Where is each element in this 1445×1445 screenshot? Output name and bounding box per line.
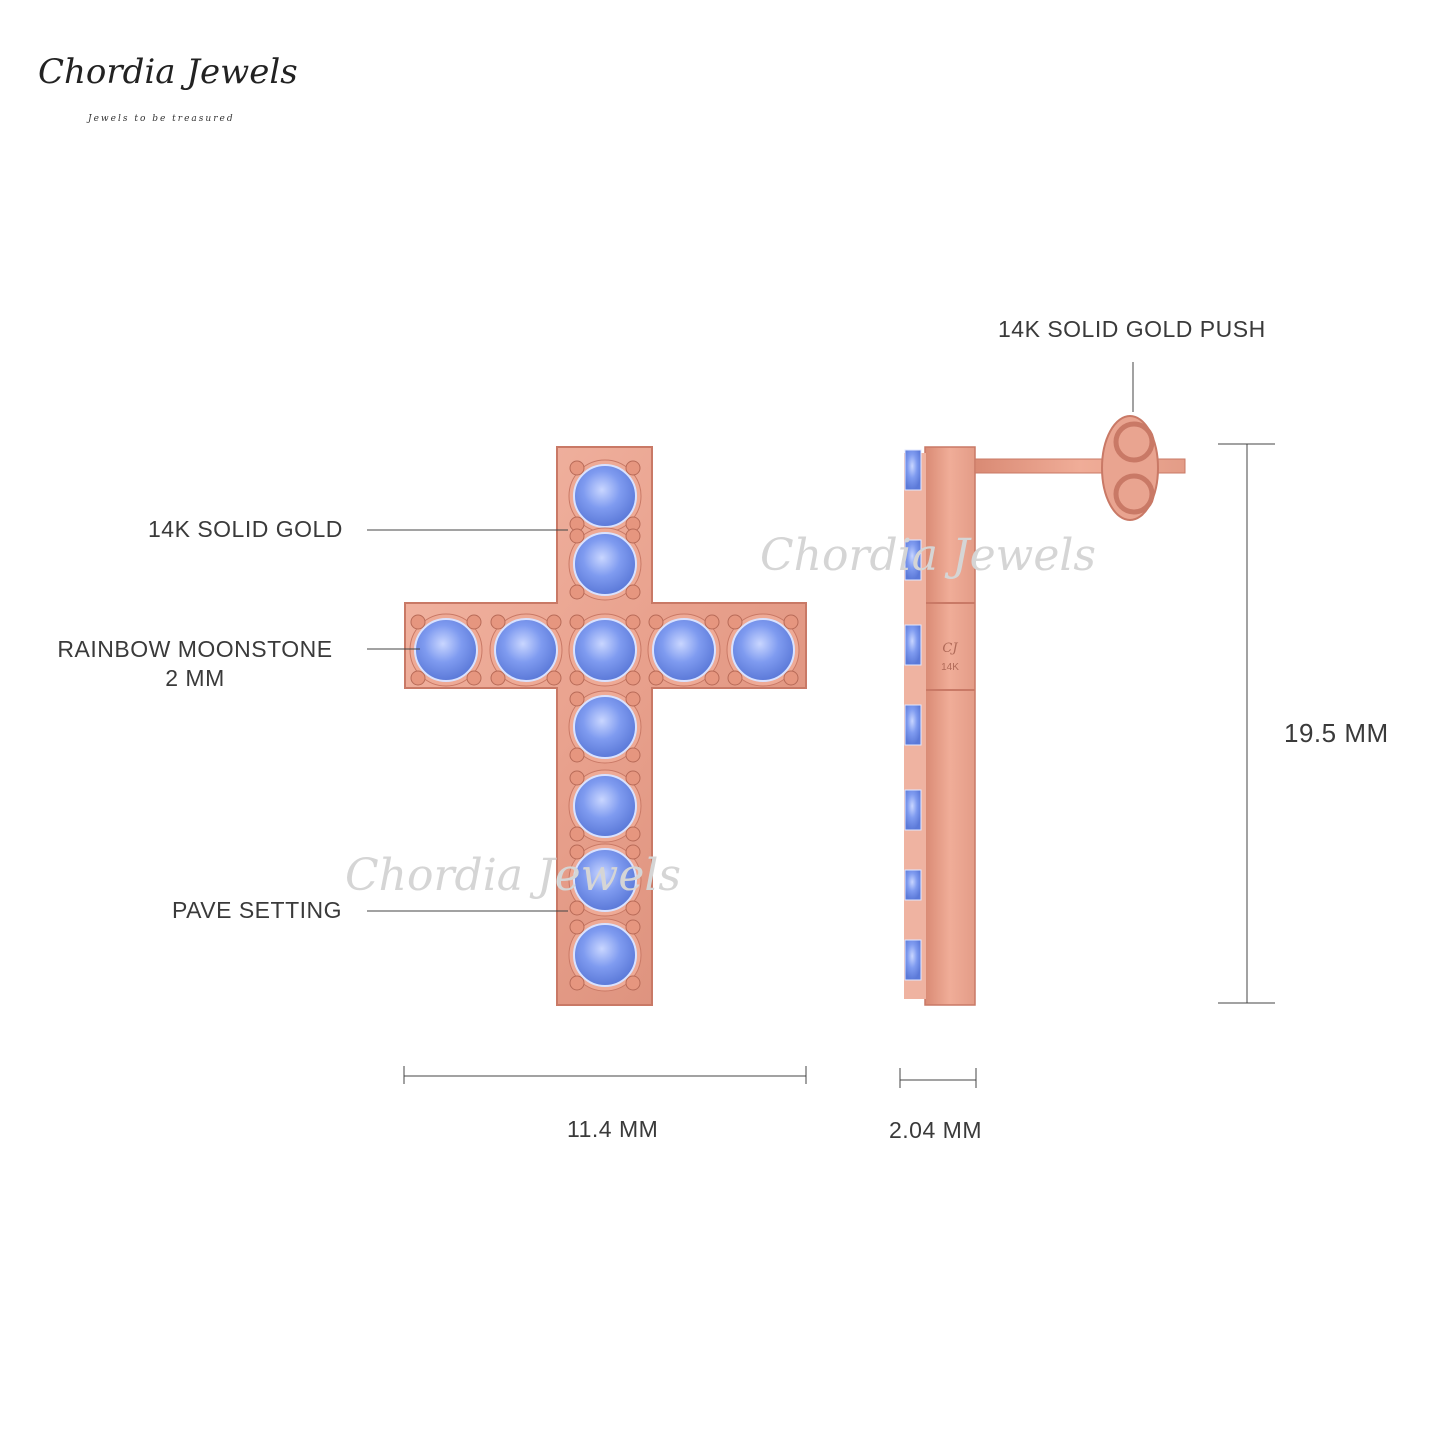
cross-front-view — [404, 446, 807, 1006]
side-stone — [904, 869, 922, 901]
label-stone-size: 2 MM — [165, 665, 225, 691]
brand-tagline: Jewels to be treasured — [88, 114, 235, 124]
prong — [625, 770, 641, 786]
prong — [625, 747, 641, 763]
prong — [625, 844, 641, 860]
prong — [490, 614, 506, 630]
moonstone — [731, 618, 795, 682]
dim-depth: 2.04 MM — [889, 1117, 982, 1143]
karat-stamp: CJ 14K — [941, 641, 959, 673]
dim-width: 11.4 MM — [567, 1116, 659, 1142]
moonstone — [414, 618, 478, 682]
prong — [410, 670, 426, 686]
prong — [625, 670, 641, 686]
prong — [727, 670, 743, 686]
prong — [569, 844, 585, 860]
prong — [569, 900, 585, 916]
side-stone — [904, 939, 922, 981]
prong — [648, 670, 664, 686]
label-stone-type: RAINBOW MOONSTONE — [57, 636, 333, 662]
prong — [783, 614, 799, 630]
prong — [410, 614, 426, 630]
dim-height: 19.5 MM — [1284, 718, 1389, 748]
prong — [625, 614, 641, 630]
dimension-lines — [403, 443, 1275, 1088]
moonstone — [573, 695, 637, 759]
prong — [569, 691, 585, 707]
push-back — [1101, 415, 1159, 521]
prong — [569, 975, 585, 991]
moonstone-set — [409, 459, 800, 992]
leader-lines — [367, 362, 1134, 912]
moonstone — [573, 464, 637, 528]
prong — [569, 770, 585, 786]
prong — [625, 584, 641, 600]
prong — [569, 919, 585, 935]
stamp-logo: CJ — [942, 641, 958, 656]
prong — [625, 528, 641, 544]
prong — [569, 826, 585, 842]
side-stone — [904, 624, 922, 666]
prong — [704, 614, 720, 630]
prong — [625, 919, 641, 935]
side-stone — [904, 704, 922, 746]
prong — [569, 584, 585, 600]
side-stone — [904, 789, 922, 831]
label-stone: RAINBOW MOONSTONE 2 MM — [50, 636, 340, 692]
watermark-bottom: Chordia Jewels — [345, 850, 681, 901]
label-push: 14K SOLID GOLD PUSH — [998, 316, 1266, 342]
watermark-top: Chordia Jewels — [760, 530, 1096, 581]
moonstone — [573, 618, 637, 682]
prong — [569, 747, 585, 763]
prong — [569, 614, 585, 630]
side-stones — [904, 449, 922, 981]
prong — [783, 670, 799, 686]
prong — [625, 900, 641, 916]
prong — [648, 614, 664, 630]
prong — [727, 614, 743, 630]
prong — [569, 670, 585, 686]
label-gold: 14K SOLID GOLD — [148, 516, 343, 542]
side-stone — [904, 449, 922, 491]
moonstone — [573, 923, 637, 987]
prong — [625, 975, 641, 991]
prong — [704, 670, 720, 686]
prong — [569, 528, 585, 544]
cross-side-view — [904, 415, 1186, 1006]
moonstone — [494, 618, 558, 682]
prong — [625, 460, 641, 476]
label-setting: PAVE SETTING — [172, 897, 343, 923]
prong — [466, 614, 482, 630]
prong — [546, 670, 562, 686]
watermarks: Chordia Jewels Chordia Jewels — [345, 530, 1096, 901]
prong — [490, 670, 506, 686]
prong — [466, 670, 482, 686]
prong — [546, 614, 562, 630]
stamp-karat: 14K — [941, 662, 959, 673]
moonstone — [573, 848, 637, 912]
moonstone — [573, 774, 637, 838]
prong — [625, 691, 641, 707]
prong — [569, 460, 585, 476]
prong — [625, 826, 641, 842]
moonstone — [573, 532, 637, 596]
side-stone — [904, 539, 922, 581]
moonstone — [652, 618, 716, 682]
